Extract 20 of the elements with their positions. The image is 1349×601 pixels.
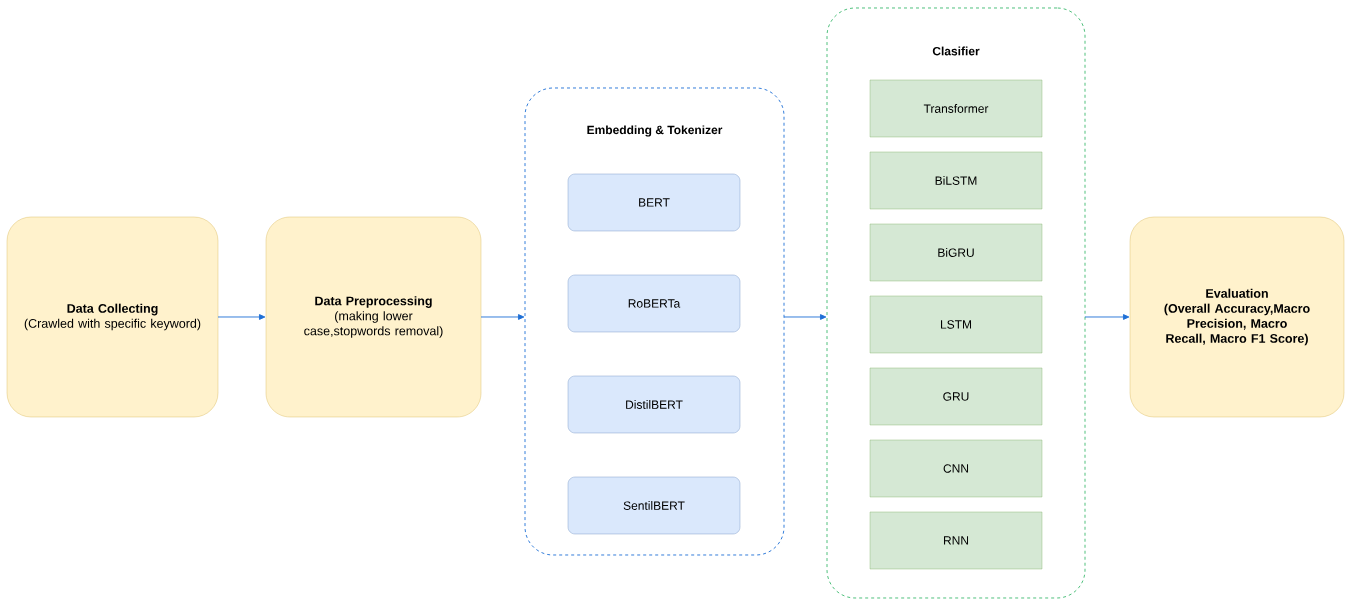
model-box: CNN	[869, 439, 1043, 498]
model-box: SentilBERT	[567, 476, 741, 535]
model-box: LSTM	[869, 295, 1043, 354]
model-box: RoBERTa	[567, 274, 741, 333]
arrow	[783, 314, 827, 320]
arrow	[480, 314, 525, 320]
process-box: Data Preprocessing (making lower case,stopwords removal)	[265, 216, 482, 418]
process-box: Evaluation (Overall Accuracy,Macro Precision, Macro Recall, Macro F1 Score)	[1129, 216, 1345, 418]
model-box: GRU	[869, 367, 1043, 426]
model-box: DistilBERT	[567, 375, 741, 434]
model-box: BiGRU	[869, 223, 1043, 282]
group-heading: Clasifier	[932, 46, 980, 56]
model-box: RNN	[869, 511, 1043, 570]
model-box: BERT	[567, 173, 741, 232]
process-box: Data Collecting (Crawled with specific keyword)	[6, 216, 219, 418]
group-heading: Embedding & Tokenizer	[587, 125, 723, 137]
arrow	[217, 314, 266, 320]
arrow	[1084, 314, 1130, 320]
model-box: BiLSTM	[869, 151, 1043, 210]
model-box: Transformer	[869, 79, 1043, 138]
